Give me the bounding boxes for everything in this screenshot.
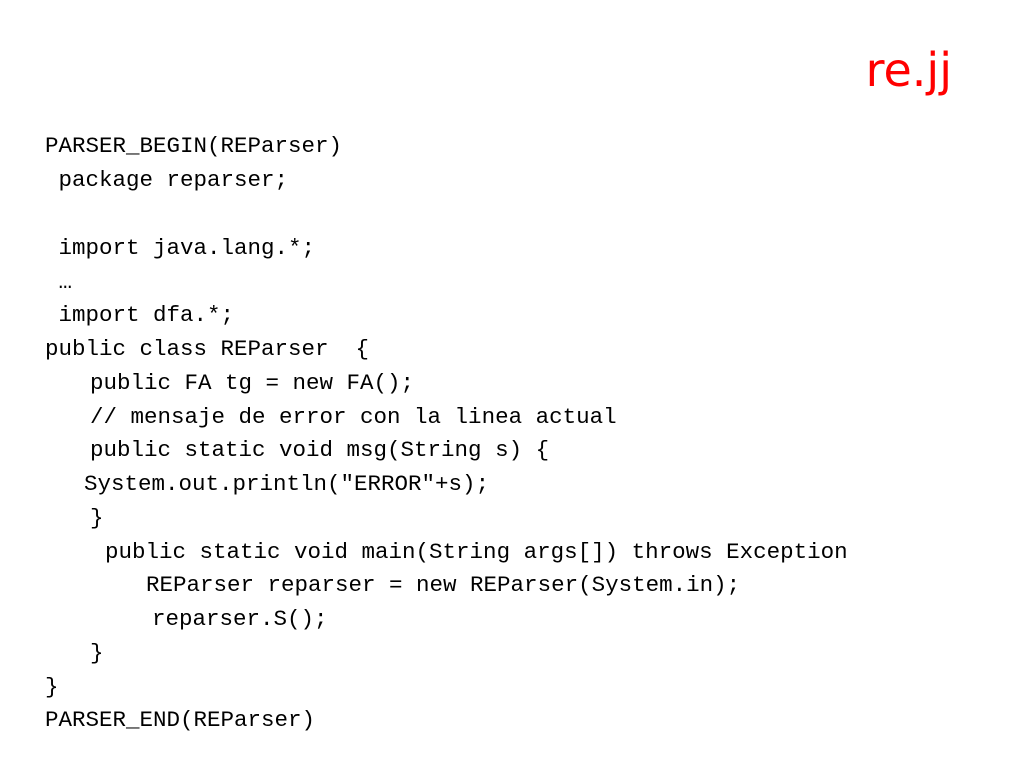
code-line: }	[90, 640, 104, 666]
code-line: …	[45, 269, 73, 295]
code-line: }	[45, 674, 59, 700]
code-line: public static void main(String args[]) t…	[105, 539, 848, 565]
code-line: REParser reparser = new REParser(System.…	[146, 572, 741, 598]
code-line: // mensaje de error con la linea actual	[90, 404, 617, 430]
slide-title: re.jj	[865, 43, 952, 97]
code-line: PARSER_END(REParser)	[45, 707, 316, 733]
code-line: PARSER_BEGIN(REParser)	[45, 133, 343, 159]
code-line: public class REParser {	[45, 336, 370, 362]
code-line: package reparser;	[45, 167, 289, 193]
code-line: }	[90, 505, 104, 531]
code-line: import dfa.*;	[45, 302, 235, 328]
code-line: public FA tg = new FA();	[90, 370, 415, 396]
code-line: public static void msg(String s) {	[90, 437, 550, 463]
code-line: System.out.println("ERROR"+s);	[84, 471, 490, 497]
code-line: import java.lang.*;	[45, 235, 316, 261]
code-line: reparser.S();	[152, 606, 328, 632]
